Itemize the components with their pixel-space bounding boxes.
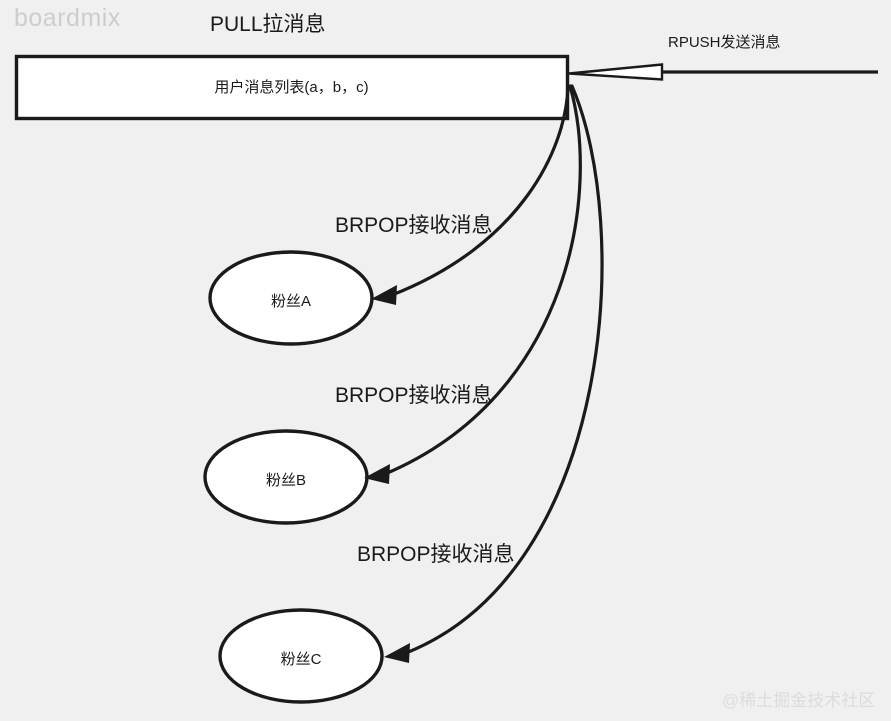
node-label-fan-c: 粉丝C bbox=[280, 651, 322, 668]
edge-rpush-arrowhead bbox=[568, 63, 664, 81]
pull-label: PULL拉消息 bbox=[210, 13, 326, 36]
edge-brpop-a[interactable] bbox=[371, 84, 570, 305]
brpop-label-b: BRPOP接收消息 bbox=[335, 384, 493, 407]
edge-brpop-c[interactable] bbox=[384, 84, 604, 663]
edge-brpop-c-arrowhead bbox=[384, 643, 410, 663]
edge-rpush[interactable] bbox=[568, 63, 878, 81]
node-fan-a[interactable] bbox=[208, 250, 374, 346]
source-watermark: @稀土掘金技术社区 bbox=[722, 691, 876, 710]
queue-box-label: 用户消息列表(a，b，c) bbox=[214, 79, 369, 96]
boardmix-watermark: boardmix bbox=[14, 4, 121, 32]
node-label-fan-a: 粉丝A bbox=[270, 293, 311, 310]
edge-brpop-c-path bbox=[404, 84, 604, 655]
edge-brpop-b-arrowhead bbox=[364, 464, 390, 484]
brpop-label-c: BRPOP接收消息 bbox=[357, 543, 515, 566]
edge-brpop-a-arrowhead bbox=[371, 285, 397, 305]
rpush-label: RPUSH发送消息 bbox=[668, 34, 781, 51]
node-fan-c[interactable] bbox=[218, 608, 384, 704]
queue-box[interactable] bbox=[14, 54, 570, 121]
edge-brpop-a-path bbox=[390, 84, 570, 297]
edge-brpop-b-path bbox=[383, 84, 582, 476]
edge-brpop-b[interactable] bbox=[364, 84, 582, 484]
node-label-fan-b: 粉丝B bbox=[265, 472, 306, 489]
brpop-label-a: BRPOP接收消息 bbox=[335, 214, 493, 237]
